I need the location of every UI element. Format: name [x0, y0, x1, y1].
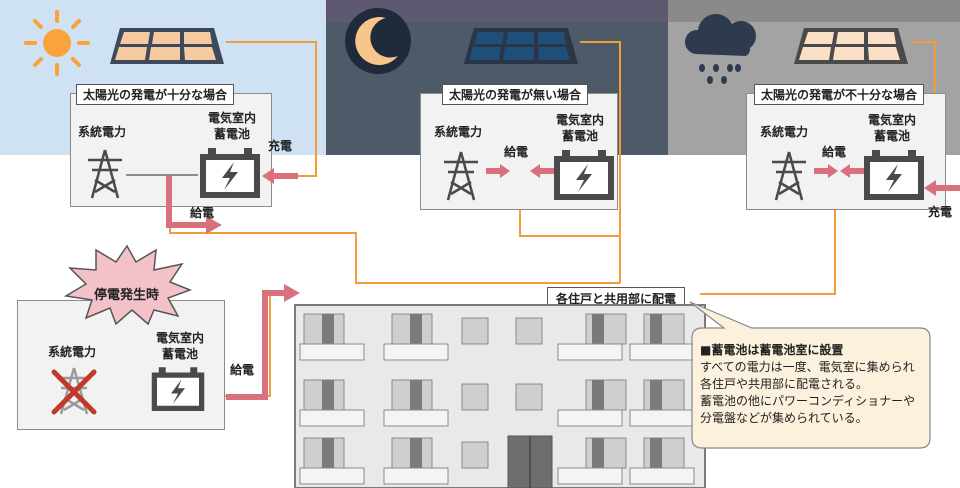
power-tower-icon: [88, 149, 122, 199]
scenario-title: 太陽光の発電が不十分な場合: [754, 84, 925, 105]
power-tower-icon: [51, 367, 97, 415]
sun-icon: [24, 10, 90, 76]
callout-line: 蓄電池の他にパワーコンディショナーや: [700, 394, 916, 408]
supply-label: 給電: [230, 363, 255, 377]
power-tower-icon: [444, 151, 478, 201]
outage-burst-icon: [63, 244, 193, 326]
outage-title: 停電発生時: [94, 288, 160, 303]
apartment-building-icon: [294, 304, 706, 488]
charge-label: 充電: [268, 139, 293, 153]
power-tower-icon: [772, 151, 806, 201]
supply-arrow-left: [840, 164, 864, 178]
callout-content: ■蓄電池は蓄電池室に設置 すべての電力は一度、電気室に集められ 各住戸や共用部に…: [700, 342, 926, 427]
battery-icon: [864, 150, 924, 200]
battery-icon: [554, 150, 614, 200]
scenario-box-none: [420, 93, 618, 210]
battery-label: 電気室内 蓄電池: [555, 113, 604, 143]
moon-icon: [345, 8, 411, 74]
supply-arrow-right: [814, 164, 838, 178]
callout-line: すべての電力は一度、電気室に集められ: [700, 360, 915, 374]
grid-label: 系統電力: [78, 125, 127, 139]
charge-arrow: [924, 180, 960, 196]
grid-label: 系統電力: [434, 125, 483, 139]
grid-label: 系統電力: [760, 125, 809, 139]
sky-night-top: [326, 0, 668, 22]
callout-line: 各住戸や共用部に配電される。: [700, 377, 869, 391]
battery-icon: [200, 148, 260, 198]
supply-arrow-right: [486, 164, 510, 178]
supply-label: 給電: [504, 145, 529, 159]
sky-rain-top: [668, 0, 960, 22]
outage-supply-arrow: [226, 284, 300, 400]
grid-wire: [126, 174, 198, 176]
charge-label: 充電: [928, 205, 953, 219]
battery-label: 電気室内 蓄電池: [155, 331, 204, 361]
battery-label: 電気室内 蓄電池: [207, 111, 256, 141]
battery-icon: [151, 367, 205, 411]
supply-label: 給電: [190, 206, 215, 220]
rain-cloud-icon: [684, 14, 756, 84]
supply-arrow-left: [530, 164, 554, 178]
solar-panel-icon: [110, 28, 224, 64]
callout-line: 分電盤などが集められている。: [700, 411, 868, 425]
callout-bubble: [689, 301, 931, 449]
grid-label: 系統電力: [48, 345, 97, 359]
callout-heading: ■蓄電池は蓄電池室に設置: [700, 343, 844, 357]
solar-panel-icon: [794, 28, 908, 64]
supply-arrow: [166, 176, 222, 234]
battery-label: 電気室内 蓄電池: [867, 113, 916, 143]
scenario-title: 太陽光の発電が無い場合: [442, 84, 589, 105]
charge-arrow: [262, 168, 298, 184]
solar-panel-icon: [464, 28, 578, 64]
scenario-title: 太陽光の発電が十分な場合: [76, 84, 235, 105]
supply-label: 給電: [822, 145, 847, 159]
